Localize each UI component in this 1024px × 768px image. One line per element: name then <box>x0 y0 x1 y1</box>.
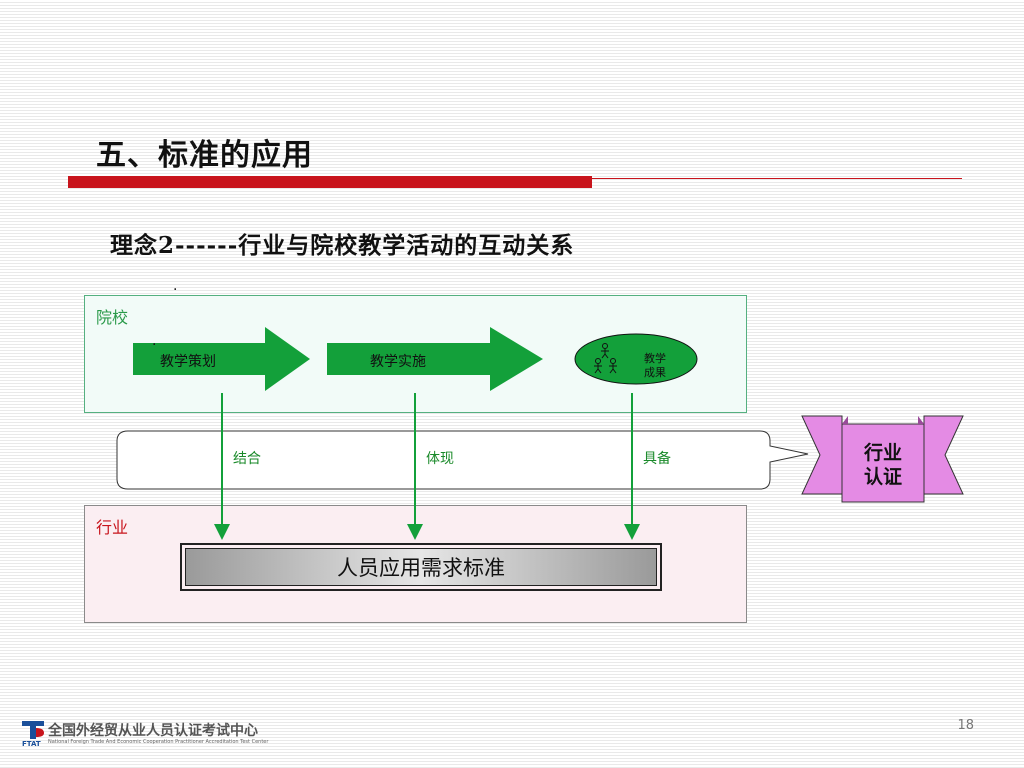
slide-title: 五、标准的应用 <box>96 138 313 173</box>
connector-label-1: 结合 <box>233 451 261 467</box>
industry-label: 行业 <box>96 518 129 537</box>
ribbon-right-tail <box>923 415 964 495</box>
footer-logo-code: FTAT <box>22 740 41 748</box>
school-dot: . <box>152 333 156 349</box>
footer-org-english: National Foreign Trade And Economic Coop… <box>48 739 269 745</box>
callout-band <box>116 430 809 490</box>
page-number: 18 <box>957 718 974 733</box>
people-icon <box>594 343 617 374</box>
connector-label-3: 具备 <box>643 451 671 467</box>
standard-box: 人员应用需求标准 <box>180 543 662 591</box>
school-label: 院校 <box>96 308 129 327</box>
connector-label-2: 体现 <box>426 451 454 467</box>
ribbon-text-line2: 认证 <box>863 466 902 488</box>
footer-org-name: 全国外经贸从业人员认证考试中心 <box>48 723 258 739</box>
result-ellipse <box>574 333 698 385</box>
stage2-arrow <box>327 327 543 391</box>
ribbon-text: 行业 认证 <box>842 441 924 489</box>
slide-subtitle: 理念2------行业与院校教学活动的互动关系 <box>110 232 575 259</box>
stage1-label: 教学策划 <box>160 354 216 370</box>
ribbon-left-tail <box>801 415 843 495</box>
title-underline-line <box>592 178 962 179</box>
stray-dot: . <box>173 278 178 294</box>
ftat-logo-icon <box>22 721 44 739</box>
standard-label: 人员应用需求标准 <box>185 548 657 586</box>
ribbon-fold-right <box>918 416 924 424</box>
result-label-line2: 成果 <box>644 366 666 379</box>
ribbon-text-line1: 行业 <box>863 442 902 464</box>
stage1-arrow <box>133 327 310 391</box>
ribbon-fold-left <box>842 416 848 424</box>
ribbon-center <box>841 423 925 503</box>
result-label-line1: 教学 <box>644 352 666 365</box>
title-underline-bar <box>68 176 592 188</box>
stage2-label: 教学实施 <box>370 354 426 370</box>
